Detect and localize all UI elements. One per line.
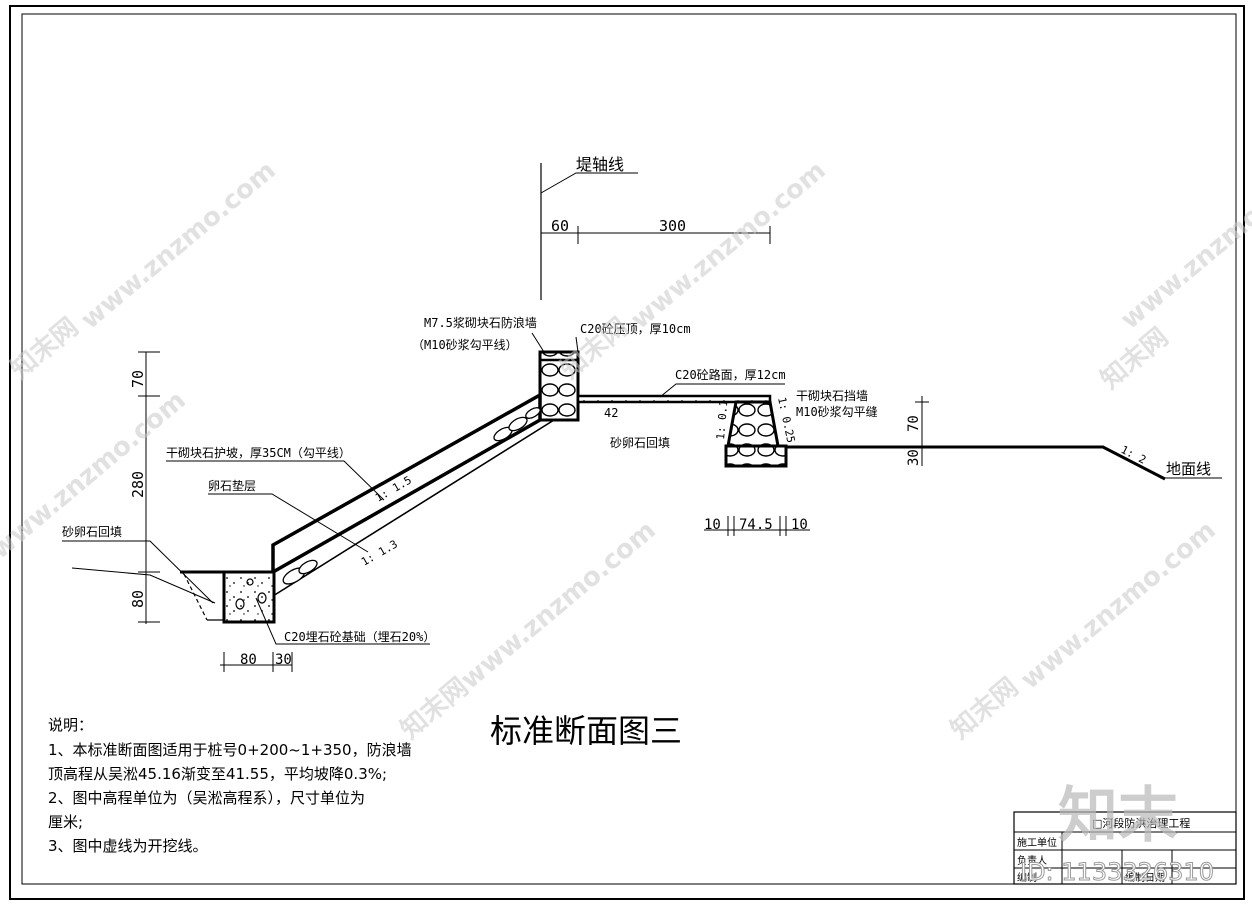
logo-watermark: 知末 (1058, 781, 1178, 851)
watermark-brand-1: 知末网 (5, 312, 84, 385)
title-block-row3b: 编制日期 (1125, 871, 1165, 884)
dim-300: 300 (659, 217, 686, 235)
wave-wall-label: M7.5浆砌块石防浪墙 (424, 315, 537, 330)
retaining-wall-footing (724, 444, 788, 468)
dim-60: 60 (551, 217, 569, 235)
slope-revetment-label: 干砌块石护坡，厚35CM（勾平线） (166, 446, 351, 460)
gravel-backfill-left-label: 砂卵石回填 (62, 525, 122, 539)
watermark-brand-4: 知末网 (945, 672, 1024, 745)
excavation-line (183, 573, 208, 621)
slope-0-1: 1: 0.1 (714, 400, 730, 441)
dim-70-right: 70 (906, 415, 922, 432)
dry-wall-label: 干砌块石挡墙 (796, 389, 868, 403)
watermark-site-1: www.znzmo.com (75, 155, 281, 335)
road-label: C20砼路面，厚12cm (675, 367, 786, 382)
foundation-stones (235, 578, 267, 610)
dike-axis-leader (540, 172, 638, 194)
watermark-brand-3: 知末网 (395, 672, 474, 745)
inner-frame (21, 13, 1237, 885)
dike-axis-label: 堤轴线 (576, 155, 624, 174)
foundation-label: C20埋石砼基础（埋石20%） (284, 630, 435, 644)
notes-heading: 说明： (48, 716, 93, 734)
watermark-site-4: www.znzmo.com (1015, 515, 1221, 695)
dim-30-right: 30 (906, 449, 922, 466)
notes-line-4: 厘米; (48, 813, 83, 831)
dim-280: 280 (129, 471, 147, 498)
dim-70-left: 70 (129, 370, 147, 388)
slope-revetment (271, 392, 542, 576)
ground-line-label: 地面线 (1166, 460, 1211, 478)
dim-10-b: 10 (791, 517, 808, 533)
notes-line-1: 1、本标准断面图适用于桩号0+200~1+350，防浪墙 (48, 741, 412, 759)
outer-frame (9, 5, 1245, 900)
notes-line-5: 3、图中虚线为开挖线。 (48, 837, 208, 855)
title-block: □河段防洪治理工程 施工单位 负责人 编制 编制日期 (1013, 811, 1237, 885)
title-block-project: □河段防洪治理工程 (1092, 816, 1190, 830)
drawing-title: 标准断面图三 (490, 712, 682, 750)
dry-retaining-wall (726, 400, 780, 448)
title-block-row2: 负责人 (1017, 854, 1047, 867)
revetment-stones (282, 407, 541, 585)
notes-line-2: 顶高程从吴淞45.16渐变至41.55，平均坡降0.3%; (48, 765, 387, 783)
coping-label: C20砼压顶，厚10cm (580, 322, 691, 336)
dim-42: 42 (604, 406, 618, 420)
title-block-row3: 编制 (1017, 871, 1037, 884)
dry-wall-note: M10砂浆勾平缝 (796, 404, 878, 419)
dim-10-a: 10 (704, 517, 721, 533)
dim-80-bottom: 80 (240, 652, 257, 668)
wave-wall (538, 350, 580, 422)
cushion-layer-line (272, 419, 555, 597)
notes-line-3: 2、图中高程单位为（吴淞高程系），尺寸单位为 (48, 789, 365, 807)
slope-0-25: 1: 0.25 (775, 396, 797, 444)
slope-1-1-3: 1: 1.3 (359, 537, 400, 568)
gravel-backfill-right-label: 砂卵石回填 (610, 436, 670, 450)
notes-block: 说明： 1、本标准断面图适用于桩号0+200~1+350，防浪墙 顶高程从吴淞4… (48, 716, 412, 855)
watermark-site-3: www.znzmo.com (455, 515, 661, 695)
title-block-row1: 施工单位 (1017, 836, 1057, 849)
wave-wall-note: （M10砂浆勾平线） (412, 337, 518, 352)
dim-74-5: 74.5 (739, 517, 773, 533)
id-watermark: ID: 1133326310 (1020, 858, 1214, 886)
ground-line (786, 445, 1166, 481)
watermark-site-6: www.znzmo.com (1115, 155, 1252, 335)
pebble-cushion-label: 卵石垫层 (208, 478, 256, 493)
dim-30-bottom: 30 (275, 652, 292, 668)
dim-80-left: 80 (129, 590, 147, 608)
watermark-site-2: www.znzmo.com (625, 155, 831, 335)
